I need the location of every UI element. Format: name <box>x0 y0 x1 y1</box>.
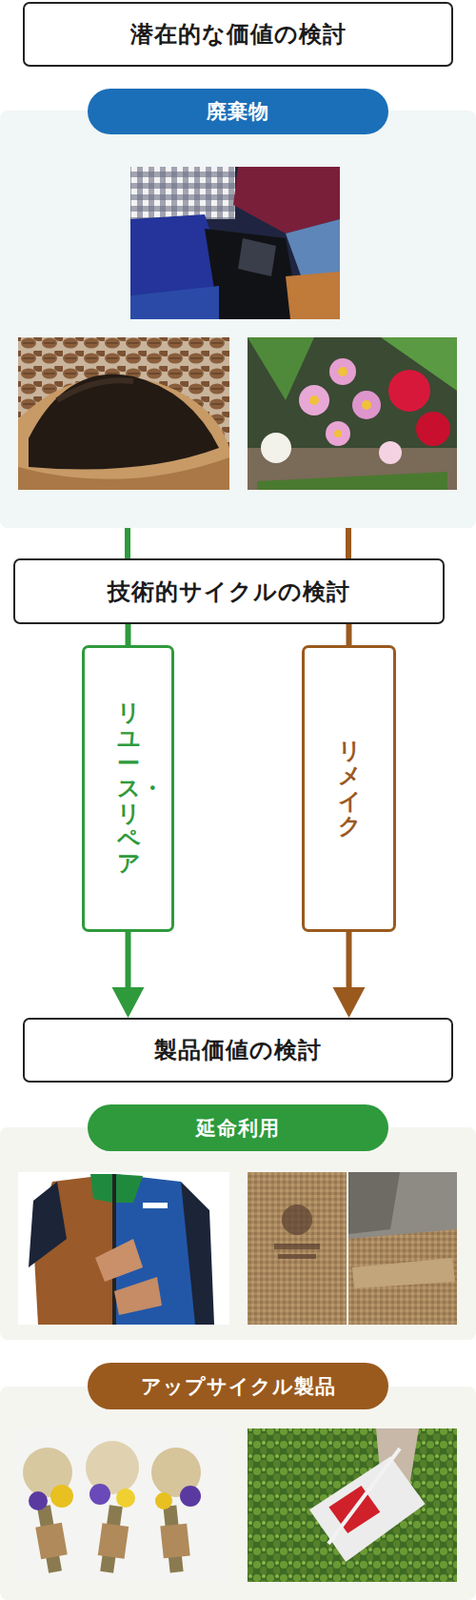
node-label: 潜在的な価値の検討 <box>130 19 347 50</box>
panel <box>0 1385 476 1599</box>
node-label: リユース・リペア <box>117 699 140 876</box>
node-label: 技術的サイクルの検討 <box>107 575 351 607</box>
jacket-photo <box>18 1170 230 1324</box>
category-pill: アップサイクル製品 <box>87 1361 389 1409</box>
node-label: リメイク <box>337 737 361 839</box>
bag-in-grass-photo <box>247 1427 457 1581</box>
flow-connector <box>112 931 145 1017</box>
category-pill: 延命利用 <box>87 1103 389 1151</box>
connector-line <box>125 931 132 989</box>
flow-connector <box>348 623 350 645</box>
clothes-photo <box>130 166 340 319</box>
heading-box: 技術的サイクルの検討 <box>13 557 445 624</box>
heading-box: 潜在的な価値の検討 <box>22 1 454 67</box>
node-label: アップサイクル製品 <box>140 1371 337 1399</box>
flowers-photo <box>247 337 457 490</box>
flow-line <box>345 527 352 562</box>
panel <box>0 1126 476 1339</box>
process-box: リメイク <box>301 644 397 932</box>
heading-box: 製品価値の検討 <box>22 1016 454 1082</box>
node-label: 製品価値の検討 <box>154 1033 322 1065</box>
node-label: 延命利用 <box>196 1113 280 1141</box>
flow-line <box>124 527 131 562</box>
coffee-bags-photo <box>247 1170 457 1324</box>
connector-line <box>346 623 353 645</box>
connector-line <box>346 931 353 989</box>
connector-line <box>125 623 132 645</box>
category-pill: 廃棄物 <box>87 88 389 135</box>
panel <box>0 110 476 528</box>
arrowhead <box>333 986 366 1017</box>
flow-connector <box>127 623 129 645</box>
coffee-grounds-photo <box>18 337 230 490</box>
node-label: 廃棄物 <box>206 98 270 125</box>
arrowhead <box>112 986 145 1017</box>
dried-bouquets-photo <box>18 1427 230 1581</box>
flow-connector <box>333 931 366 1017</box>
process-box: リユース・リペア <box>81 644 175 932</box>
